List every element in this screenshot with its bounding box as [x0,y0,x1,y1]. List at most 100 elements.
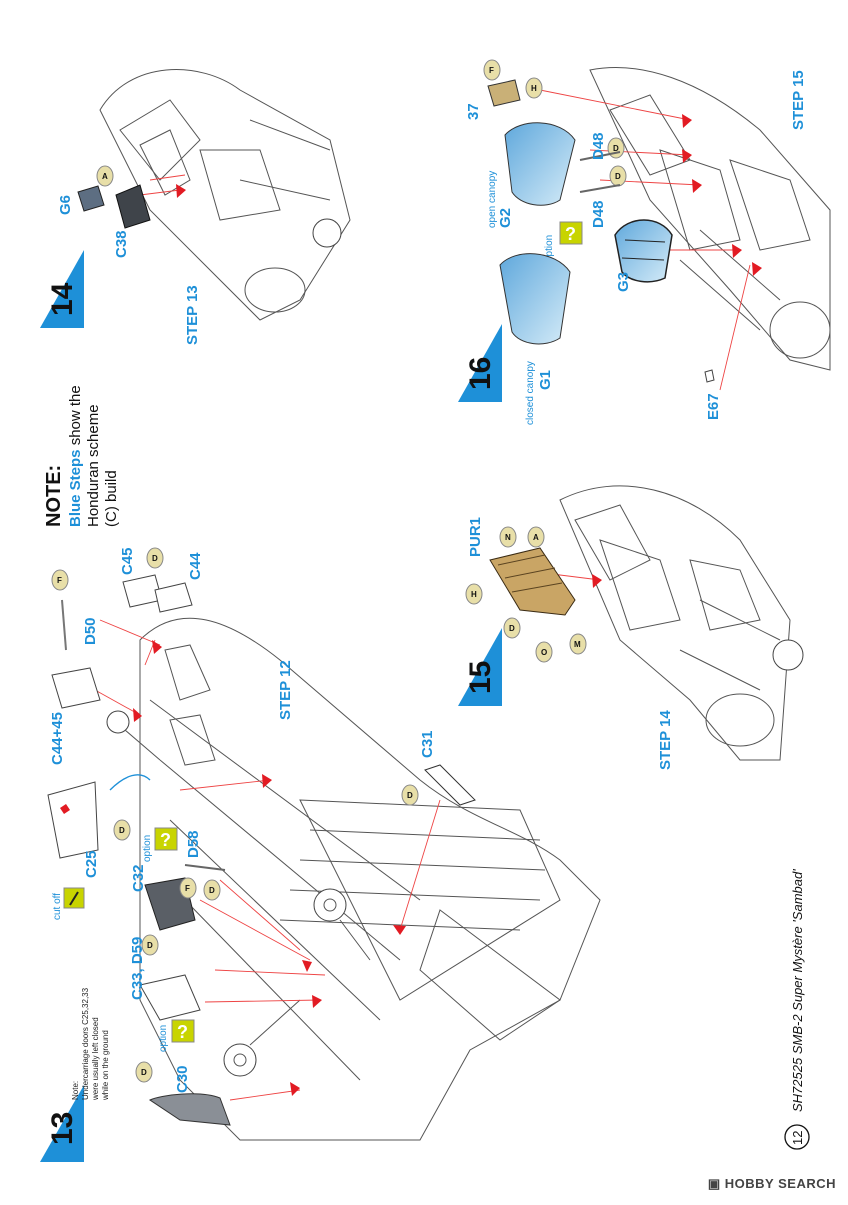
note-line-1: Blue Steps show the [67,385,84,527]
part-d50: D50 [61,599,99,651]
tag-d-c30: D [135,1061,153,1083]
part-c44-shape [154,582,193,613]
tag-d-d58: D [203,879,221,901]
option-question-glyph-16: ? [565,224,576,244]
part-g3: G3 [614,219,673,292]
section-16-badge: 16 [458,324,502,402]
note-line-2: Honduran scheme [85,404,102,527]
section-14-triangle [40,250,84,328]
tag-h-15: H [465,583,483,605]
svg-text:D: D [613,144,619,153]
part-c30-label: C30 [174,1065,191,1093]
svg-text:D: D [615,172,621,181]
tag-o-15: O [535,641,553,663]
undercarriage-note-line-1: Note: [71,1081,80,1100]
part-37-shape [487,79,521,107]
section-13-badge: 13 [40,1085,84,1162]
svg-text:D: D [152,554,158,563]
part-d58-label: D58 [185,830,202,858]
page-footer: 12 SH72525 SMB-2 Super Mystère 'Sambad' [784,869,810,1150]
part-c44-45-shape [51,667,101,709]
brand-text: HOBBY SEARCH [724,1176,836,1191]
part-c33-d59-label: C33, D59 [129,937,146,1000]
step-13-label: STEP 13 [184,285,201,345]
part-c25-mark [60,804,70,814]
part-d48-a: D48 [579,132,621,161]
undercarriage-note-line-4: while on the ground [101,1030,110,1101]
part-d58: D58 [184,830,226,871]
svg-text:A: A [102,172,108,181]
undercarriage-note: Note: Undercarriage doors C25,32,33 were… [71,987,110,1101]
part-pur1-label: PUR1 [467,517,484,557]
tag-f-d50: F [51,569,69,591]
part-pur1: PUR1 [467,517,576,616]
svg-text:N: N [505,533,511,542]
part-e67-shape [704,369,715,383]
part-d58-shape [184,864,226,871]
page-number-circle [784,1124,810,1150]
tag-d-c31: D [401,784,419,806]
note-line-3: (C) build [103,470,120,527]
part-c38-shape [115,184,151,229]
tag-d-15: D [503,617,521,639]
part-c30-shape [149,1093,231,1126]
section-13-triangle [40,1085,84,1162]
option-label-13b: option [158,1025,169,1052]
part-c31: C31 [419,730,476,806]
svg-text:O: O [541,648,547,657]
part-c25: C25 [47,774,151,878]
section-13-number: 13 [46,1112,79,1145]
assembly-guide-lines [94,89,751,1101]
option-label-13a: option [142,835,153,862]
option-label-16: option [544,235,555,262]
part-pur1-shape [489,547,576,616]
watermark-brand: ▣ HOBBY SEARCH [708,1176,836,1192]
tag-d-16b: D [609,165,627,187]
tag-d-c45: D [146,547,164,569]
section-16-number: 16 [464,357,497,390]
section-14-badge: 14 [40,250,84,328]
part-g2-open-canopy: G2 open canopy [487,122,576,228]
svg-text:A: A [533,533,539,542]
part-c25-shape [47,781,99,859]
part-37: 37 [465,79,521,120]
tag-a-15: A [527,526,545,548]
assembly-arrows [133,114,762,1096]
part-c38: C38 [113,184,151,258]
brand-icon: ▣ [707,1176,725,1191]
svg-text:M: M [574,640,581,649]
option-question-glyph-13a: ? [160,830,171,850]
svg-text:H: H [531,84,537,93]
part-c45: C45 [119,547,163,608]
part-e67: E67 [704,369,722,420]
option-callout-13b: ? option [158,1019,195,1052]
svg-text:F: F [57,576,62,585]
undercarriage-note-line-3: were usually left closed [91,1017,100,1101]
section-14-number: 14 [46,282,79,316]
option-question-icon-13a [154,827,178,851]
aircraft-step14-drawing [559,485,804,761]
svg-text:F: F [185,884,190,893]
kit-title: SH72525 SMB-2 Super Mystère 'Sambad' [790,869,805,1112]
svg-text:H: H [471,590,477,599]
part-g1-label: G1 [537,370,554,390]
open-canopy-label: open canopy [487,171,498,228]
tag-a-14: A [96,165,114,187]
svg-text:F: F [489,66,494,75]
part-c33-shape [139,974,201,1021]
note-line-1-rest: show the [67,385,84,449]
part-d50-shape [61,599,67,651]
page-number: 12 [790,1131,805,1145]
part-g6-shape [77,185,105,212]
part-c30: C30 [149,1065,231,1126]
part-c25-label: C25 [83,850,100,878]
part-c31-label: C31 [419,730,436,758]
part-d48-b-label: D48 [590,200,607,228]
tag-h-16: H [525,77,543,99]
part-g2-shape [504,122,576,206]
part-g1-closed-canopy: G1 closed canopy [499,253,571,425]
tag-f-c32: F [179,877,197,899]
aircraft-step15-drawing [589,67,831,371]
